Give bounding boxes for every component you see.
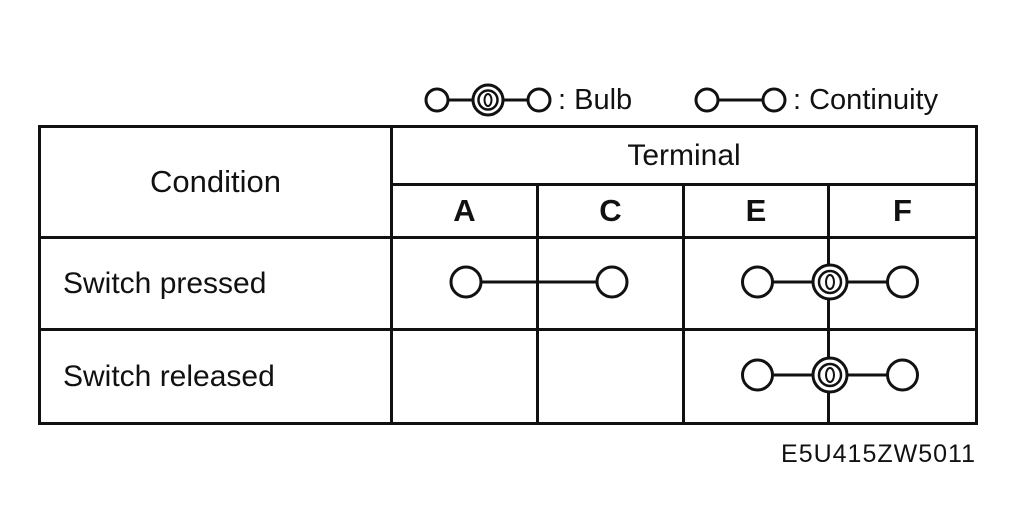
terminal-column-f: F <box>830 183 975 236</box>
terminal-header: Terminal <box>627 138 741 172</box>
bulb-legend-label: : Bulb <box>558 84 633 116</box>
continuity-table: Condition Terminal A C E F Switch presse… <box>38 125 978 425</box>
continuity-icon <box>694 87 787 113</box>
terminal-column-e: E <box>685 183 830 236</box>
cell-released-e <box>685 328 830 422</box>
cell-released-f <box>830 328 975 422</box>
row-switch-pressed-label: Switch pressed <box>41 236 393 328</box>
terminal-column-c: C <box>539 183 685 236</box>
legend-continuity: : Continuity <box>694 78 938 122</box>
cell-pressed-e <box>685 236 830 328</box>
bulb-icon <box>424 83 552 117</box>
cell-released-c <box>539 328 685 422</box>
condition-header: Condition <box>41 128 393 236</box>
row-switch-released-label: Switch released <box>41 328 393 422</box>
legend-bulb: : Bulb <box>424 78 632 122</box>
cell-pressed-f <box>830 236 975 328</box>
terminal-column-a: A <box>393 183 539 236</box>
cell-pressed-a <box>393 236 539 328</box>
figure-code: E5U415ZW5011 <box>781 440 976 468</box>
cell-released-a <box>393 328 539 422</box>
table-grid: Condition Terminal A C E F Switch presse… <box>41 128 975 422</box>
continuity-legend-label: : Continuity <box>793 84 939 116</box>
cell-pressed-c <box>539 236 685 328</box>
